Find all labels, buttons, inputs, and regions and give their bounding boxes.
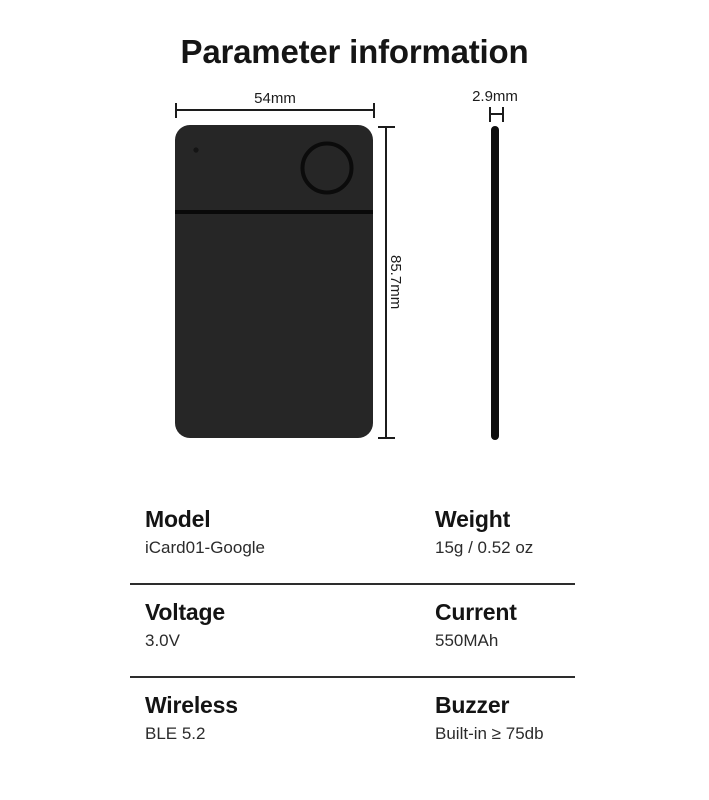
spec-value: 15g / 0.52 oz bbox=[435, 538, 534, 557]
card-side-body bbox=[491, 126, 499, 440]
spec-value: BLE 5.2 bbox=[145, 724, 206, 743]
button-ring-icon bbox=[300, 141, 354, 195]
spec-row: Wireless BLE 5.2 Buzzer Built-in ≥ 75db bbox=[0, 678, 709, 771]
product-dimension-diagram: 54mm 85.7mm 2.9mm bbox=[175, 88, 518, 440]
led-indicator-dot bbox=[193, 147, 199, 153]
spec-row-divider bbox=[130, 583, 575, 585]
width-dimension-label: 54mm bbox=[254, 90, 296, 107]
card-front-view bbox=[175, 125, 373, 438]
spec-row: Model iCard01-Google Weight 15g / 0.52 o… bbox=[0, 492, 709, 585]
spec-key: Current bbox=[435, 599, 517, 625]
spec-cell-model: Model iCard01-Google bbox=[145, 492, 265, 560]
page-title: Parameter information bbox=[180, 33, 529, 70]
spec-cell-voltage: Voltage 3.0V bbox=[145, 585, 225, 653]
width-dimension-line bbox=[175, 103, 375, 118]
card-side-view bbox=[491, 126, 499, 440]
spec-value: 550MAh bbox=[435, 631, 499, 650]
thickness-dimension-label: 2.9mm bbox=[472, 88, 518, 105]
spec-key: Model bbox=[145, 506, 211, 532]
spec-row: Voltage 3.0V Current 550MAh bbox=[0, 585, 709, 678]
spec-key: Voltage bbox=[145, 599, 225, 625]
spec-cell-weight: Weight 15g / 0.52 oz bbox=[435, 492, 533, 560]
spec-key: Weight bbox=[435, 506, 511, 532]
spec-value: 3.0V bbox=[145, 631, 180, 650]
spec-cell-buzzer: Buzzer Built-in ≥ 75db bbox=[435, 678, 544, 746]
thickness-dimension-line bbox=[489, 107, 504, 122]
card-seam-line bbox=[175, 210, 373, 214]
spec-cell-current: Current 550MAh bbox=[435, 585, 517, 653]
height-dimension-line bbox=[378, 126, 395, 439]
spec-row-divider bbox=[130, 676, 575, 678]
height-dimension-label: 85.7mm bbox=[387, 255, 404, 310]
spec-key: Wireless bbox=[145, 692, 238, 718]
spec-cell-wireless: Wireless BLE 5.2 bbox=[145, 678, 238, 746]
spec-value: Built-in ≥ 75db bbox=[435, 724, 544, 743]
spec-key: Buzzer bbox=[435, 692, 510, 718]
specification-table: Model iCard01-Google Weight 15g / 0.52 o… bbox=[0, 492, 709, 771]
spec-value: iCard01-Google bbox=[145, 538, 266, 557]
dimension-drawing-svg bbox=[175, 103, 504, 440]
card-body bbox=[175, 125, 373, 438]
